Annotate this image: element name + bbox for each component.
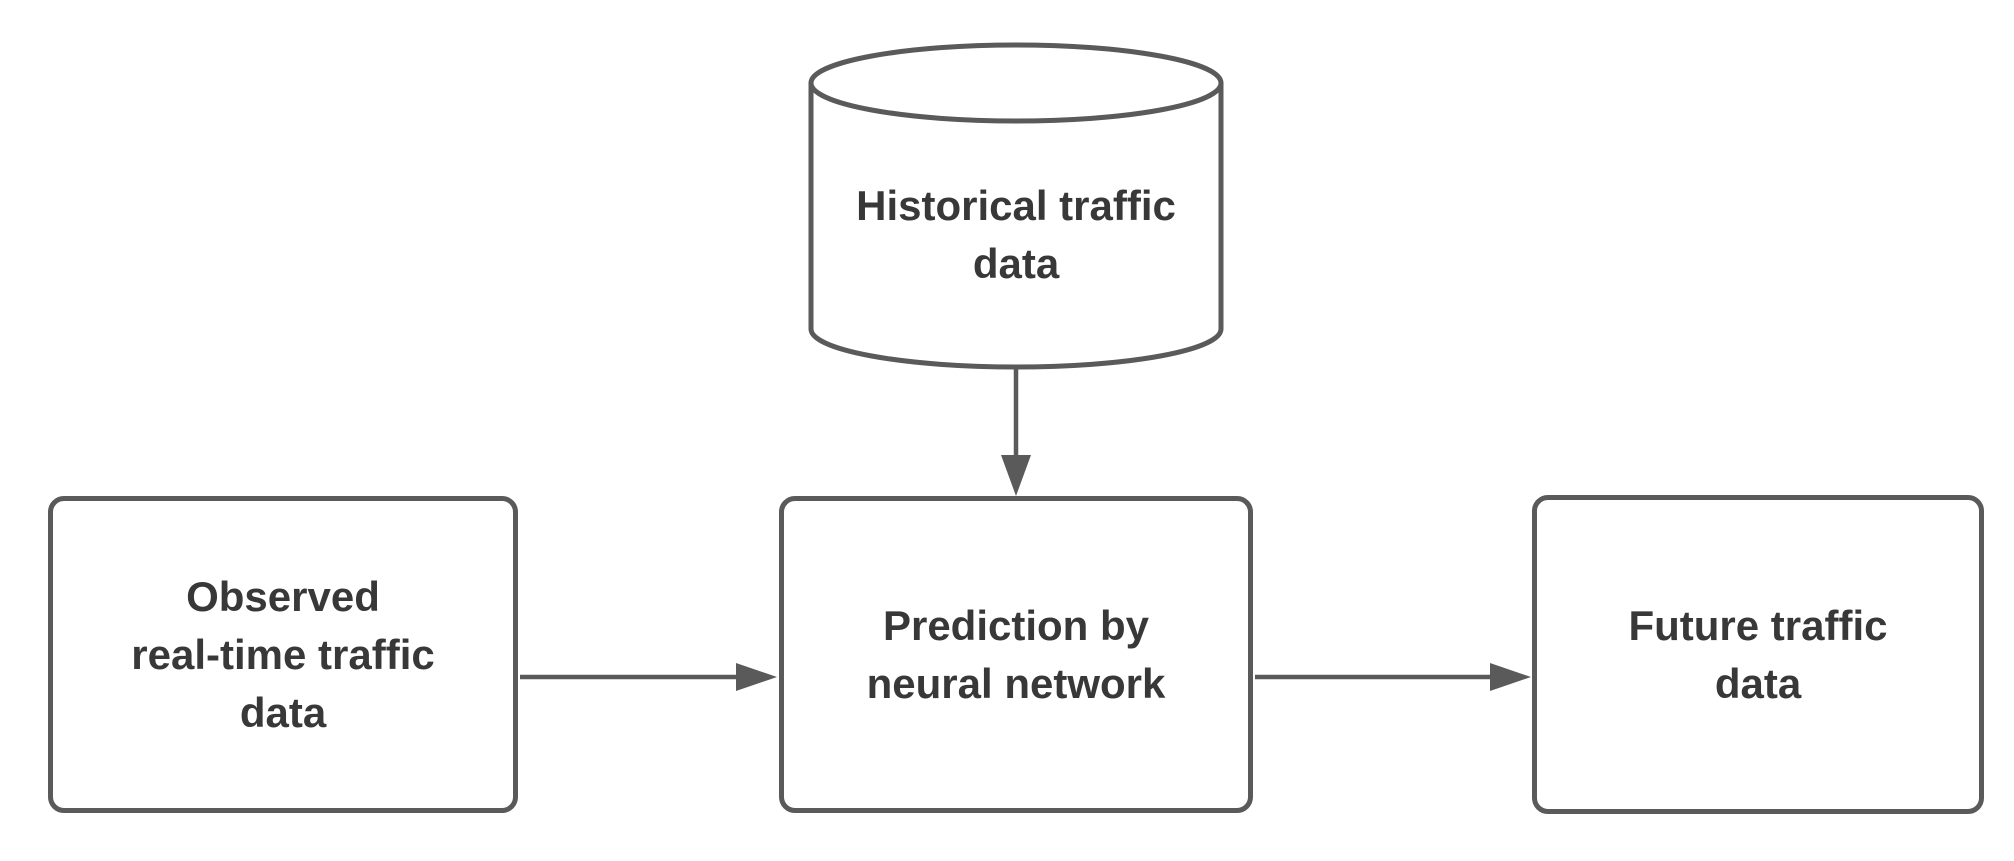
edge-observed-to-prediction xyxy=(520,663,777,691)
edge-historical-to-prediction xyxy=(1001,367,1031,496)
label-line: Prediction by xyxy=(882,601,1150,649)
arrow-head-icon xyxy=(1001,455,1031,496)
cylinder-top-ellipse xyxy=(808,42,1224,124)
label-line: Historical traffic xyxy=(856,182,1176,229)
label-line: Observed xyxy=(186,572,380,620)
label-line: data xyxy=(972,240,1060,287)
label-line: real-time traffic xyxy=(131,630,435,678)
arrow-head-icon xyxy=(1490,663,1531,691)
node-observed-real-time-traffic-data: Observed real-time traffic data xyxy=(48,496,518,813)
label-line: neural network xyxy=(866,659,1166,707)
node-label: Prediction by neural network xyxy=(867,597,1166,713)
node-label: Future traffic data xyxy=(1628,597,1887,713)
arrow-head-icon xyxy=(736,663,777,691)
node-future-traffic-data: Future traffic data xyxy=(1532,495,1984,814)
edge-prediction-to-future xyxy=(1255,663,1531,691)
node-prediction-by-neural-network: Prediction by neural network xyxy=(779,496,1253,813)
node-label: Observed real-time traffic data xyxy=(131,568,434,742)
label-line: Future traffic xyxy=(1628,601,1888,649)
label-line: data xyxy=(239,688,327,736)
node-historical-traffic-data-label: Historical traffic data xyxy=(811,177,1221,293)
cylinder-shape xyxy=(808,42,1224,370)
label-line: data xyxy=(1714,659,1802,707)
